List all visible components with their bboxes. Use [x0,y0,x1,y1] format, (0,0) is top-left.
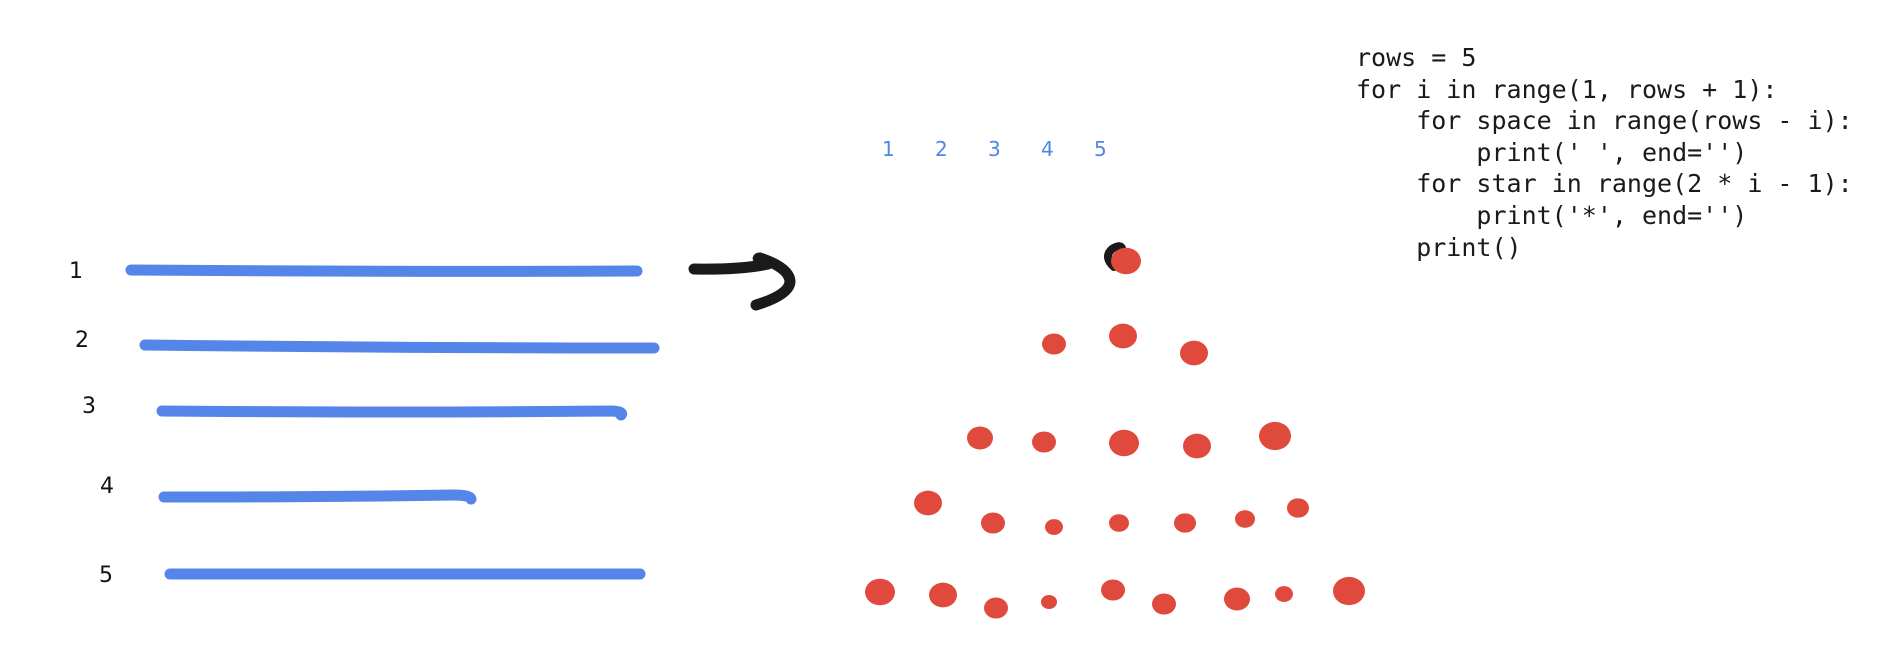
star-dot-row5-7 [1224,587,1250,611]
star-dot-row3-4 [1183,433,1211,459]
star-dot-row5-4 [1041,594,1057,610]
star-dot-row4-1 [914,490,942,516]
code-line-4: print(' ', end='') [1356,137,1748,167]
row-label-4: 4 [100,474,114,499]
star-dot-row3-2 [1032,431,1056,453]
code-line-6: print('*', end='') [1356,200,1748,230]
apex-scribble [1104,242,1126,271]
column-label-5: 5 [1094,137,1107,161]
row-lines [125,264,660,580]
star-dot-row5-5 [1101,579,1125,601]
code-line-5: for star in range(2 * i - 1): [1356,169,1853,199]
star-dot-row2-1 [1042,333,1066,355]
star-pyramid [865,247,1365,619]
star-dot-row4-2 [981,512,1005,534]
star-dot-row3-3 [1109,429,1139,457]
star-dot-row3-5 [1259,421,1291,451]
code-line-2: for i in range(1, rows + 1): [1356,74,1778,104]
row-line-1 [125,264,643,277]
star-dot-row4-5 [1174,513,1196,533]
star-dot-row5-1 [865,578,895,606]
column-label-2: 2 [935,137,948,161]
column-label-3: 3 [988,137,1001,161]
row-label-1: 1 [69,259,83,284]
code-line-1: rows = 5 [1356,43,1477,72]
row-line-5 [164,568,646,580]
code-line-3: for space in range(rows - i): [1356,106,1853,136]
star-dot-row5-2 [929,582,957,608]
row-line-3 [156,405,628,421]
row-label-2: 2 [75,328,89,353]
star-dot-row1-1 [1111,247,1141,275]
star-dot-row2-2 [1109,323,1137,349]
column-label-4: 4 [1041,137,1054,161]
star-dot-row3-1 [967,426,993,450]
star-dot-row5-3 [984,597,1008,619]
column-label-1: 1 [882,137,895,161]
row-line-2 [139,339,660,354]
star-dot-row5-8 [1275,586,1293,602]
star-dot-row4-3 [1045,519,1063,535]
star-dot-row5-9 [1333,576,1365,606]
row-label-3: 3 [82,394,96,419]
star-dot-row4-4 [1109,514,1129,532]
star-dot-row2-3 [1180,340,1208,366]
star-dot-row5-6 [1152,593,1176,615]
code-line-7: print() [1356,232,1522,262]
row-line-4 [158,489,477,505]
row-label-5: 5 [99,563,113,588]
star-dot-row4-6 [1235,510,1255,528]
star-dot-row4-7 [1287,498,1309,518]
arrow-icon [688,252,796,311]
